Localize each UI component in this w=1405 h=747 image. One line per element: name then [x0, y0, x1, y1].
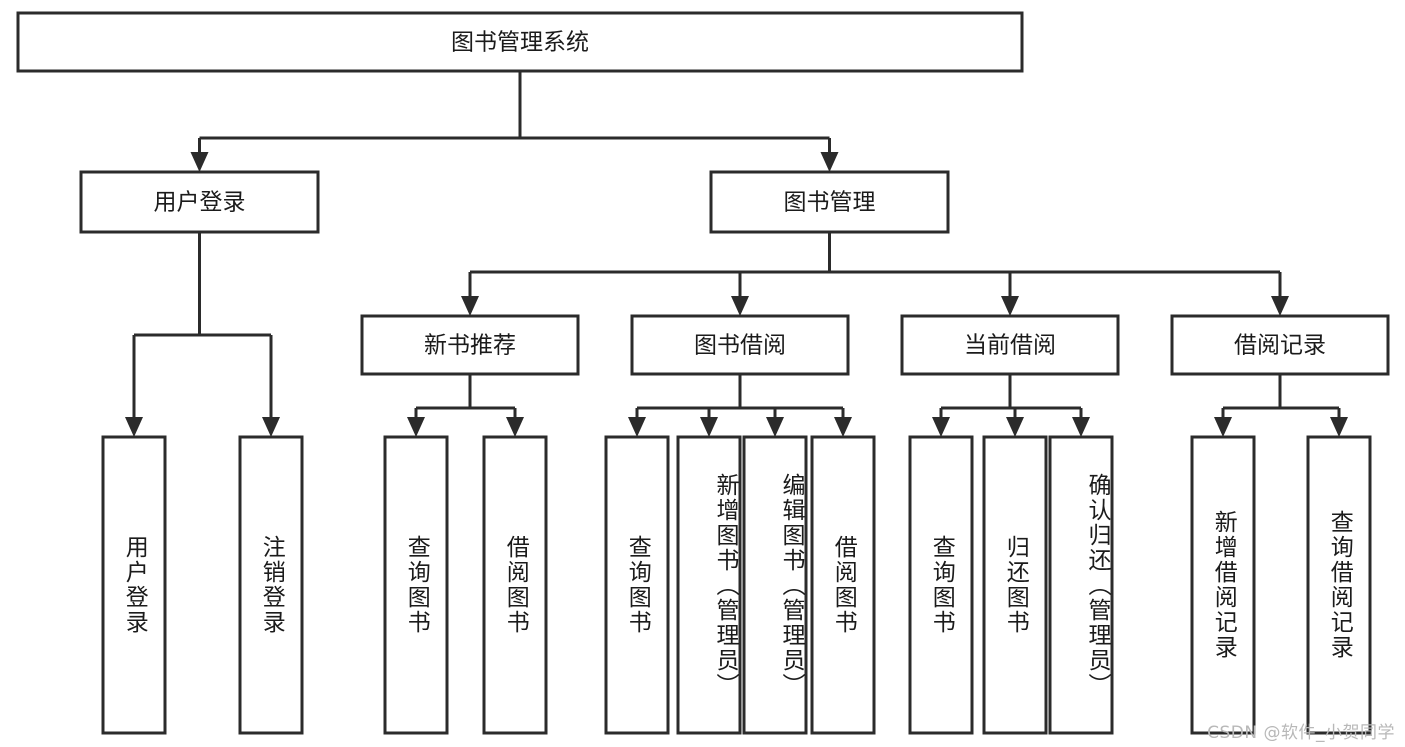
- node-box-login[interactable]: [79, 170, 320, 234]
- node-box-root[interactable]: [16, 11, 1024, 73]
- nodes-layer: [16, 11, 1390, 735]
- node-box-leaf-borrow-query[interactable]: [604, 435, 670, 735]
- node-box-leaf-borrow-edit[interactable]: [742, 435, 808, 735]
- arrow-head-leaf-cur-confirm: [1072, 417, 1090, 437]
- arrow-head-leaf-new-query: [407, 417, 425, 437]
- node-box-record[interactable]: [1170, 314, 1390, 376]
- node-box-current[interactable]: [900, 314, 1120, 376]
- node-label-borrow: 图书借阅: [694, 333, 786, 359]
- node-box-leaf-new-borrow[interactable]: [482, 435, 548, 735]
- arrow-head-bookmgmt: [820, 152, 839, 172]
- arrow-head-leaf-rec-add: [1214, 417, 1232, 437]
- arrow-head-leaf-cur-query: [932, 417, 950, 437]
- arrow-head-leaf-borrow-edit: [766, 417, 784, 437]
- arrow-head-leaf-cur-return: [1006, 417, 1024, 437]
- arrow-head-record: [1271, 296, 1289, 316]
- arrow-head-login: [190, 152, 209, 172]
- arrow-head-newbook: [461, 296, 479, 316]
- arrow-head-borrow: [731, 296, 749, 316]
- node-box-leaf-borrow-lend[interactable]: [810, 435, 876, 735]
- node-box-leaf-user-logout[interactable]: [238, 435, 304, 735]
- node-box-borrow[interactable]: [630, 314, 850, 376]
- node-box-bookmgmt[interactable]: [709, 170, 950, 234]
- node-box-leaf-new-query[interactable]: [383, 435, 449, 735]
- node-box-leaf-cur-confirm[interactable]: [1048, 435, 1114, 735]
- arrow-head-leaf-borrow-add: [700, 417, 718, 437]
- node-label-bookmgmt: 图书管理: [784, 190, 876, 216]
- edges-layer: [125, 71, 1348, 437]
- node-box-leaf-cur-query[interactable]: [908, 435, 974, 735]
- arrow-head-leaf-new-borrow: [506, 417, 524, 437]
- node-box-leaf-user-login[interactable]: [101, 435, 167, 735]
- node-label-newbook: 新书推荐: [424, 333, 516, 359]
- arrow-head-leaf-borrow-query: [628, 417, 646, 437]
- node-label-login: 用户登录: [154, 190, 246, 216]
- arrow-head-leaf-rec-query: [1330, 417, 1348, 437]
- arrow-head-leaf-user-login: [125, 417, 143, 437]
- node-label-current: 当前借阅: [964, 333, 1056, 359]
- node-label-root: 图书管理系统: [451, 30, 589, 56]
- arrow-head-leaf-user-logout: [262, 417, 280, 437]
- node-box-newbook[interactable]: [360, 314, 580, 376]
- arrow-head-current: [1001, 296, 1019, 316]
- arrow-head-leaf-borrow-lend: [834, 417, 852, 437]
- node-box-leaf-cur-return[interactable]: [982, 435, 1048, 735]
- node-box-leaf-rec-add[interactable]: [1190, 435, 1256, 735]
- watermark: CSDN @软件_小贺同学: [1207, 723, 1395, 743]
- node-box-leaf-borrow-add[interactable]: [676, 435, 742, 735]
- node-label-record: 借阅记录: [1234, 333, 1326, 359]
- node-box-leaf-rec-query[interactable]: [1306, 435, 1372, 735]
